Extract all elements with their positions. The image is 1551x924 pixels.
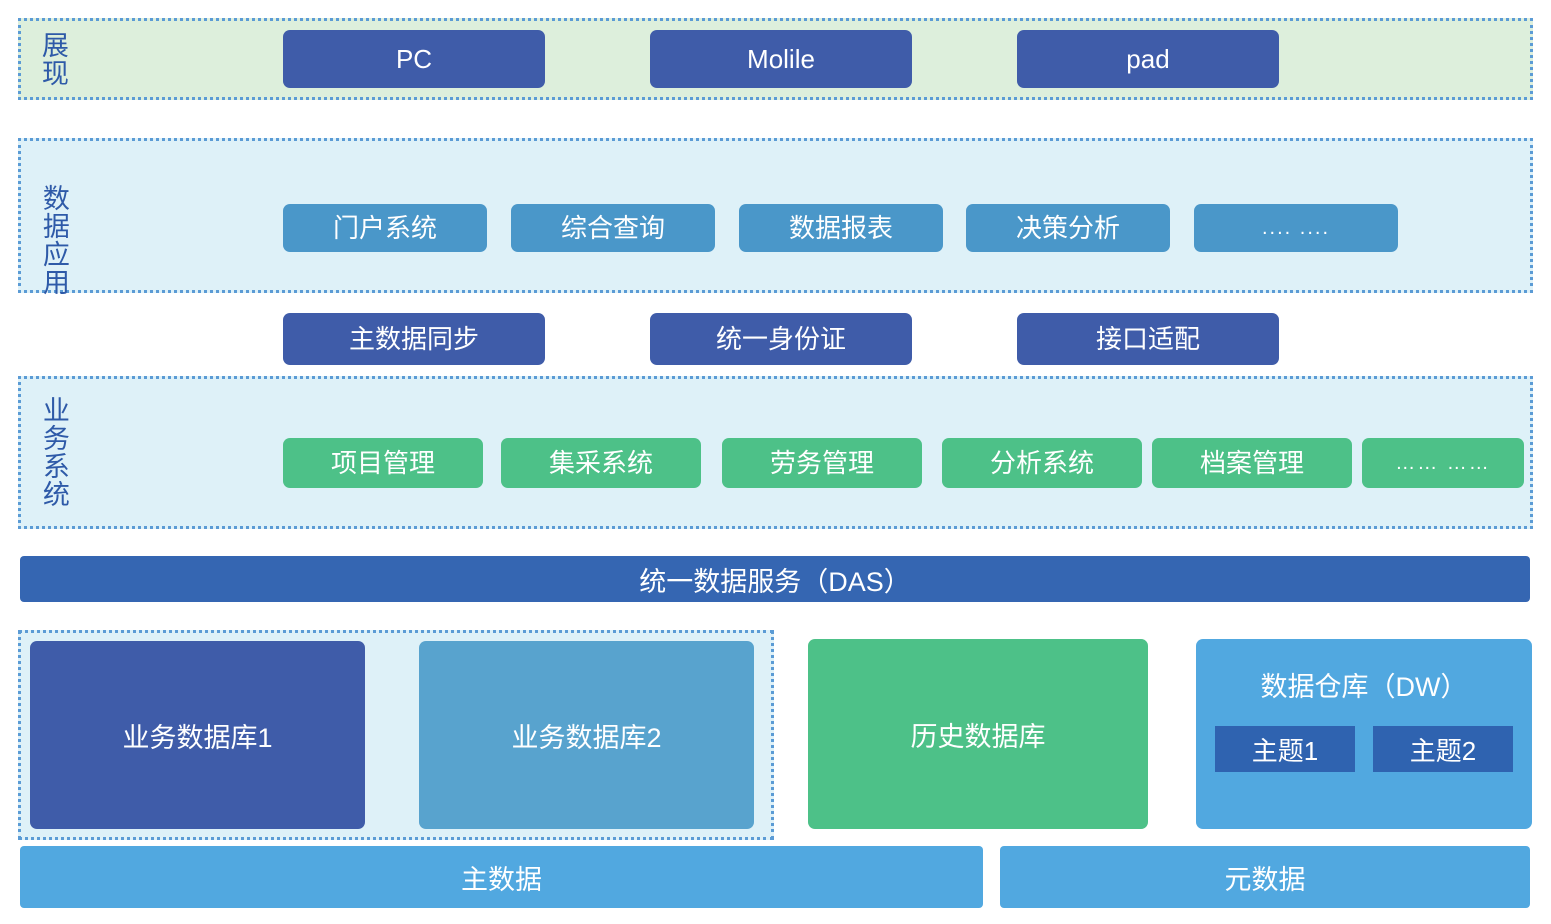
data-warehouse-title: 数据仓库（DW） <box>1260 672 1468 702</box>
business-item-analysis-system[interactable]: 分析系统 <box>942 438 1142 488</box>
presentation-item-mobile[interactable]: Molile <box>650 30 912 88</box>
business-database-1[interactable]: 业务数据库1 <box>30 641 365 829</box>
data-app-item-comprehensive-query[interactable]: 综合查询 <box>511 204 715 252</box>
middleware-item-interface-adapter[interactable]: 接口适配 <box>1017 313 1279 365</box>
data-warehouse-topic-1[interactable]: 主题1 <box>1215 726 1355 772</box>
unified-data-service-bar[interactable]: 统一数据服务（DAS） <box>20 556 1530 602</box>
business-item-project-management[interactable]: 项目管理 <box>283 438 483 488</box>
presentation-layer-label: 展现 <box>37 31 68 87</box>
data-warehouse-topics: 主题1 主题2 <box>1215 726 1513 772</box>
data-app-item-data-report[interactable]: 数据报表 <box>739 204 943 252</box>
data-app-item-more[interactable]: .... .... <box>1194 204 1398 252</box>
business-system-layer-label: 业务系统 <box>38 396 69 508</box>
presentation-item-pad[interactable]: pad <box>1017 30 1279 88</box>
business-item-labor-management[interactable]: 劳务管理 <box>722 438 922 488</box>
data-warehouse-panel[interactable]: 数据仓库（DW） 主题1 主题2 <box>1196 639 1532 829</box>
business-item-more[interactable]: …… …… <box>1362 438 1524 488</box>
data-app-item-portal[interactable]: 门户系统 <box>283 204 487 252</box>
business-database-2[interactable]: 业务数据库2 <box>419 641 754 829</box>
foundation-item-master-data[interactable]: 主数据 <box>20 846 983 908</box>
history-database[interactable]: 历史数据库 <box>808 639 1148 829</box>
foundation-item-metadata[interactable]: 元数据 <box>1000 846 1530 908</box>
data-application-layer-label: 数据应用 <box>38 184 69 296</box>
data-app-item-decision-analysis[interactable]: 决策分析 <box>966 204 1170 252</box>
middleware-item-master-data-sync[interactable]: 主数据同步 <box>283 313 545 365</box>
middleware-item-unified-identity[interactable]: 统一身份证 <box>650 313 912 365</box>
presentation-item-pc[interactable]: PC <box>283 30 545 88</box>
business-item-procurement-system[interactable]: 集采系统 <box>501 438 701 488</box>
data-warehouse-topic-2[interactable]: 主题2 <box>1373 726 1513 772</box>
business-item-archive-management[interactable]: 档案管理 <box>1152 438 1352 488</box>
